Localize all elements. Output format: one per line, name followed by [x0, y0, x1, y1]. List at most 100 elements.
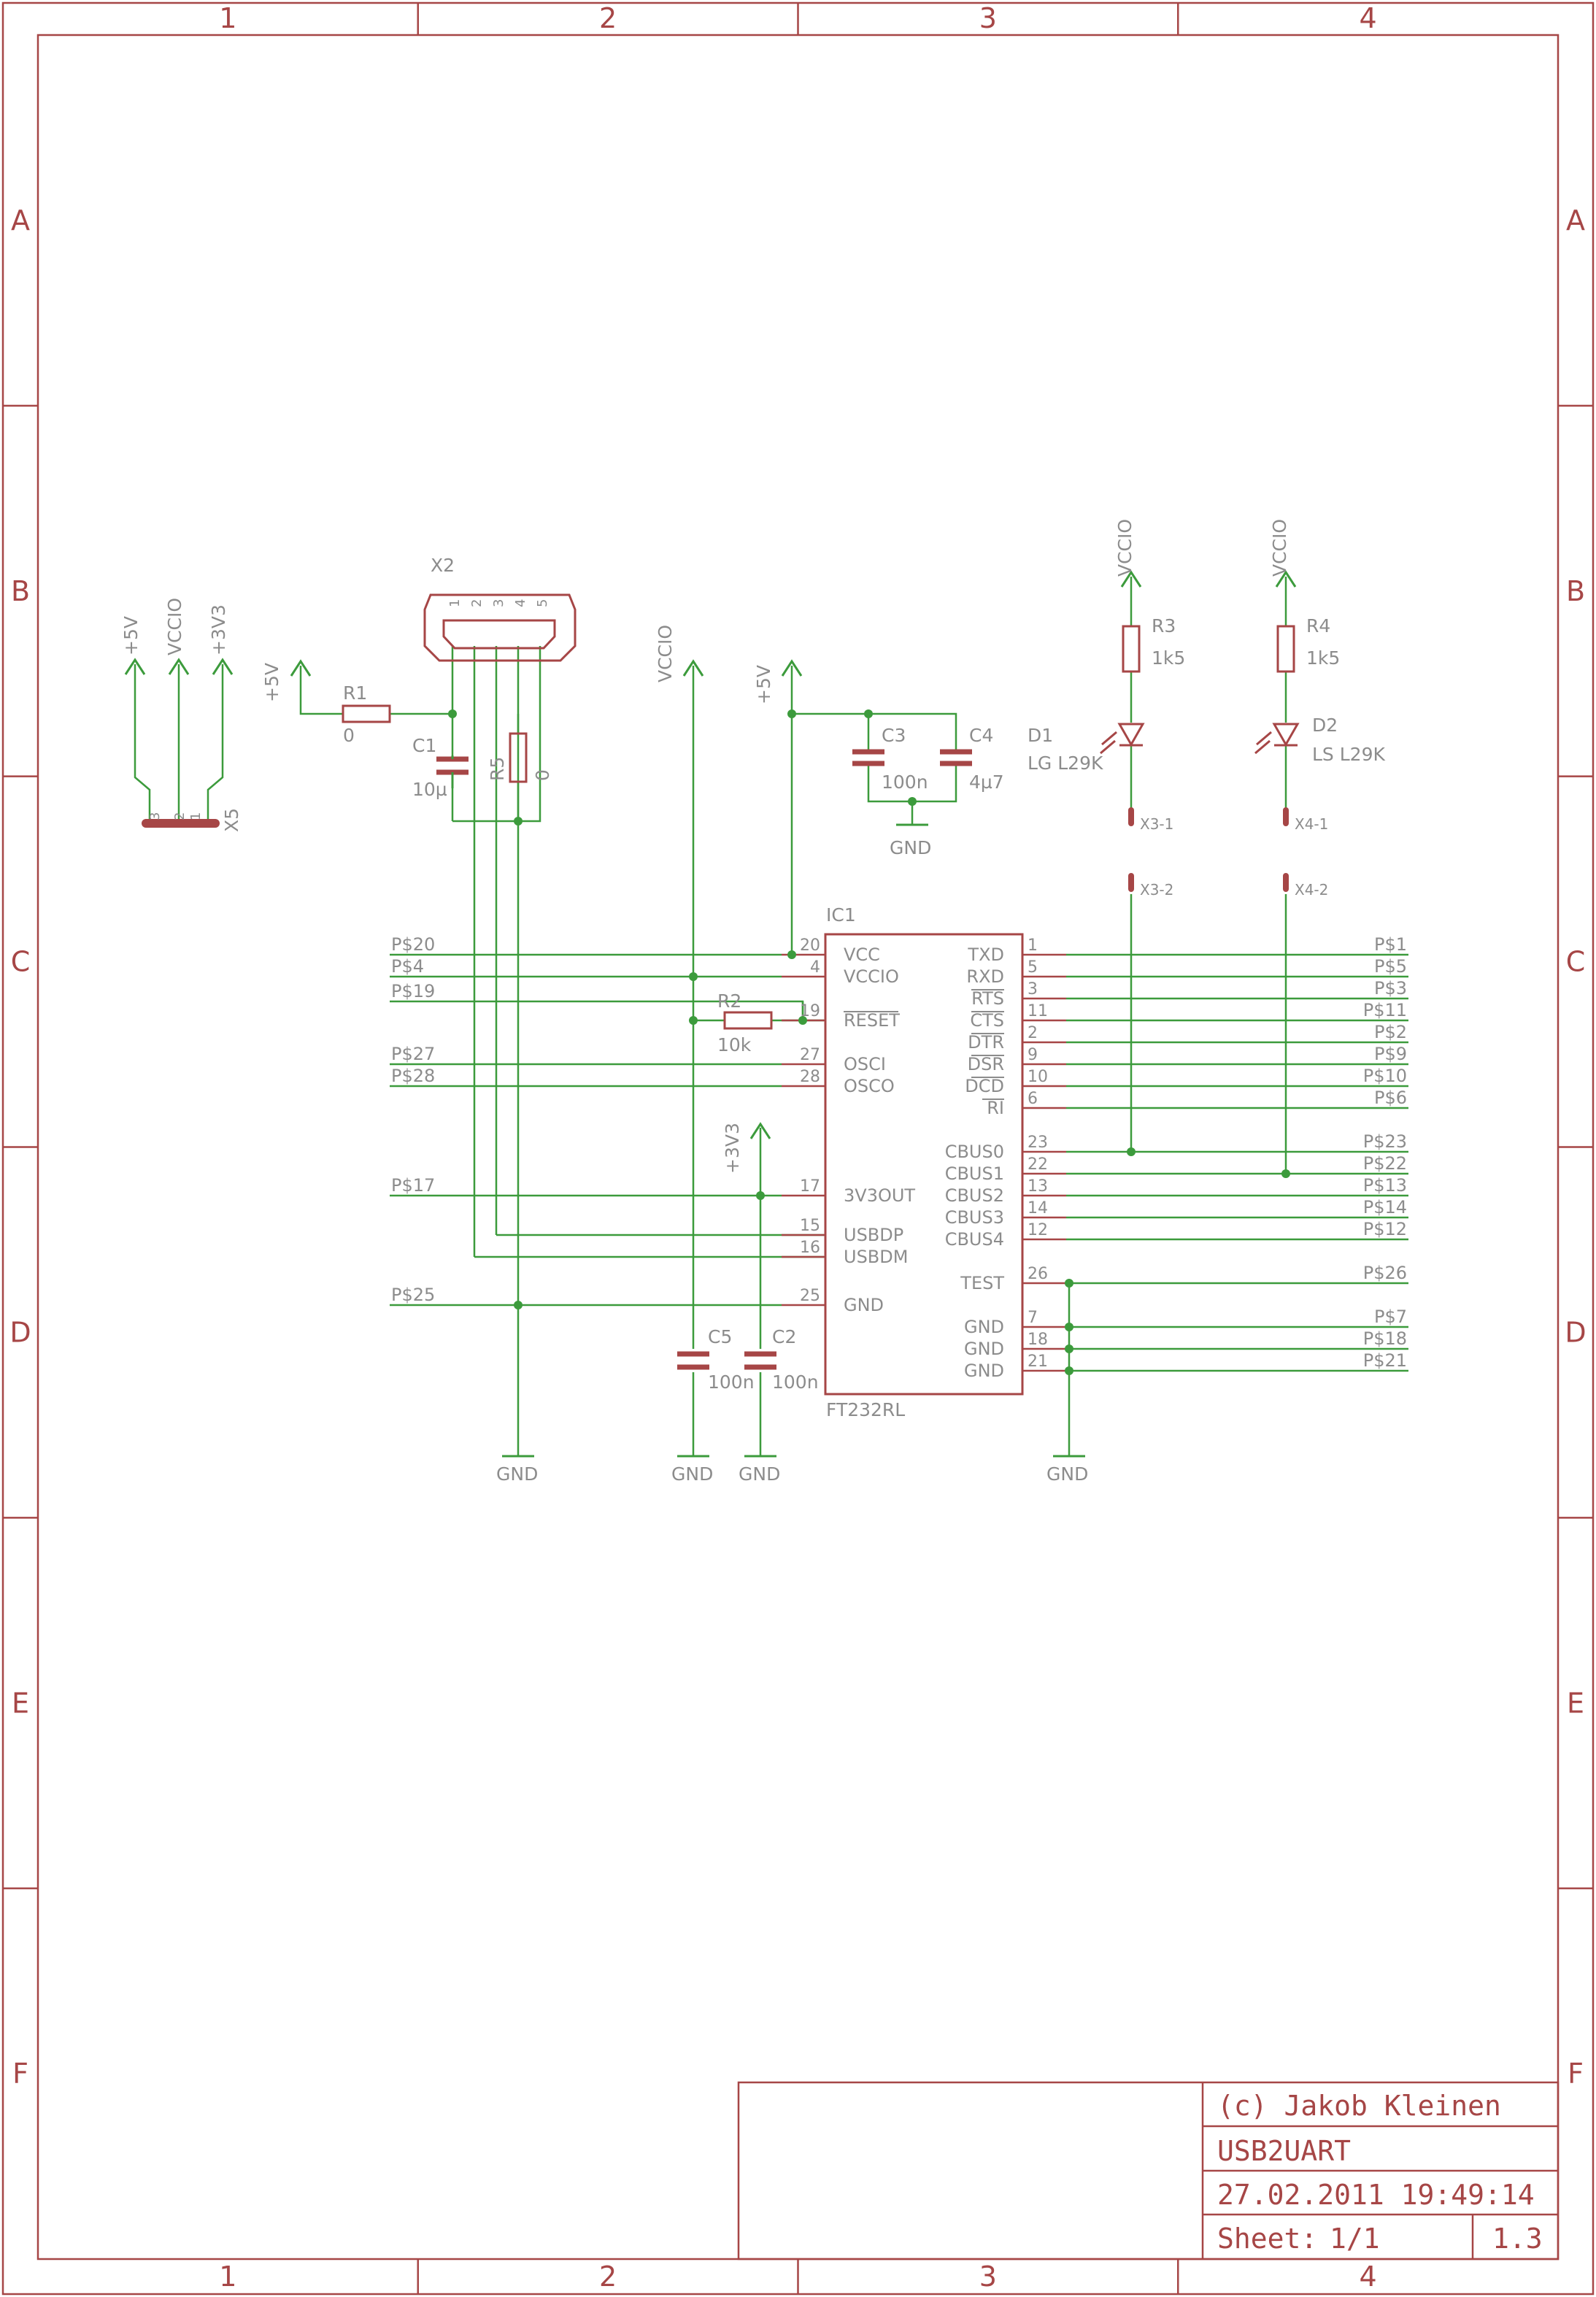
net-label-P$28: P$28 [391, 1066, 435, 1086]
net-label-P$14: P$14 [1363, 1197, 1407, 1217]
net-3v3-x5 [207, 664, 224, 821]
label-3v3-x5: +3V3 [208, 604, 229, 655]
r5-name: R5 [487, 757, 508, 781]
frame-column-label: 2 [599, 2261, 617, 2293]
ic1-pin-number: 7 [1028, 1309, 1038, 1327]
ic1-pin-number: 12 [1028, 1221, 1048, 1239]
arrow-vccio-mid [682, 659, 704, 677]
arrow-3v3-x5 [212, 658, 234, 675]
r1-name: R1 [343, 682, 367, 704]
net-5v-r1 [299, 666, 343, 715]
net-x2-gnd [452, 646, 541, 823]
arrow-vccio-r4 [1275, 570, 1297, 588]
frame-row-label: F [12, 2058, 28, 2090]
d2-led [1272, 723, 1300, 747]
label-5v-ic: +5V [753, 665, 774, 704]
c4-name: C4 [969, 725, 993, 746]
ic1-pin-number: 6 [1028, 1090, 1038, 1108]
c1-name: C1 [412, 735, 436, 756]
title-revision: 1.3 [1492, 2223, 1543, 2255]
net-label-P$1: P$1 [1374, 934, 1407, 955]
x2-pin-5: 5 [535, 599, 550, 607]
frame-column-label: 3 [979, 2, 997, 34]
ic1-value: FT232RL [826, 1399, 905, 1420]
arrow-vccio-x5 [168, 658, 190, 675]
ic1-pin-number: 16 [800, 1239, 820, 1257]
ic1-pin-name-test: TEST [960, 1273, 1004, 1293]
ic1-pin-number: 25 [800, 1287, 820, 1305]
frame-row-label: C [11, 946, 31, 978]
frame-row-label: D [1565, 1316, 1586, 1348]
d1-name: D1 [1028, 725, 1053, 746]
ic1-pin-number: 20 [800, 936, 820, 955]
ic1-pin-name-osco: OSCO [844, 1076, 895, 1096]
ic-pin-nets [390, 953, 1408, 1372]
frame-row-label: A [11, 204, 30, 236]
r2-resistor [723, 1011, 773, 1030]
net-label-P$21: P$21 [1363, 1350, 1407, 1371]
ic1-pin-name-gnd: GND [964, 1361, 1004, 1381]
r5-value: 0 [532, 769, 553, 781]
r4-value: 1k5 [1306, 647, 1340, 669]
ic1-pin-number: 26 [1028, 1265, 1048, 1283]
frame-column-label: 2 [599, 2, 617, 34]
junction [787, 709, 796, 718]
net-label-P$13: P$13 [1363, 1175, 1407, 1196]
net-label-P$18: P$18 [1363, 1328, 1407, 1349]
ic1-pin-number: 13 [1028, 1177, 1048, 1196]
ic1-pin-number: 17 [800, 1177, 820, 1196]
net-label-P$22: P$22 [1363, 1153, 1407, 1174]
ic1-pin-name-usbdm: USBDM [844, 1247, 908, 1267]
d2-light-arrows [1254, 731, 1272, 755]
ic1-pin-number: 18 [1028, 1331, 1048, 1349]
x2-pin-1: 1 [447, 599, 463, 607]
d1-led [1117, 723, 1145, 747]
net-label-P$23: P$23 [1363, 1131, 1407, 1152]
frame-column-label: 4 [1360, 2, 1377, 34]
ic1-pin-name-gnd: GND [964, 1317, 1004, 1337]
ic1-pin-number: 27 [800, 1046, 820, 1064]
frame-row-label: F [1568, 2058, 1584, 2090]
net-label-P$3: P$3 [1374, 978, 1407, 999]
ic1-pin-number: 28 [800, 1068, 820, 1086]
net-label-P$12: P$12 [1363, 1219, 1407, 1239]
r3-value: 1k5 [1152, 647, 1185, 669]
ic1-pin-number: 19 [800, 1002, 820, 1020]
ic1-pin-number: 21 [1028, 1353, 1048, 1371]
c3-name: C3 [882, 725, 906, 746]
net-P$19 [390, 1000, 804, 1020]
frame-column-label: 4 [1360, 2261, 1377, 2293]
frame-ticks [3, 3, 1593, 2294]
net-label-P$4: P$4 [391, 956, 424, 977]
frame-column-label: 1 [219, 2261, 236, 2293]
label-vccio-x5: VCCIO [164, 598, 185, 655]
x3-pin1: X3-1 [1140, 815, 1173, 833]
net-label-P$10: P$10 [1363, 1066, 1407, 1086]
junction [689, 972, 698, 981]
r2-name: R2 [717, 990, 741, 1012]
arrow-5v-ic [781, 659, 803, 677]
ic1-pin-name-gnd: GND [964, 1339, 1004, 1359]
frame-row-label: D [9, 1316, 31, 1348]
x4-pin1: X4-1 [1295, 815, 1328, 833]
net-label-P$9: P$9 [1374, 1044, 1407, 1064]
ic1-pin-name-vccio: VCCIO [844, 966, 899, 987]
ic1-pin-name-cbus3: CBUS3 [945, 1207, 1004, 1228]
x4-pin2: X4-2 [1295, 881, 1328, 899]
ic1-pin-name-cbus4: CBUS4 [945, 1229, 1004, 1250]
net-label-P$25: P$25 [391, 1285, 435, 1305]
ic1-pin-number: 22 [1028, 1155, 1048, 1174]
label-3v3-mid: +3V3 [722, 1123, 743, 1174]
ic1-pin-name-dcd: DCD [965, 1076, 1004, 1096]
title-timestamp: 27.02.2011 19:49:14 [1217, 2179, 1535, 2211]
x5-pin-2: 2 [172, 812, 188, 820]
net-label-P$11: P$11 [1363, 1000, 1407, 1020]
label-5v-r1: +5V [261, 663, 282, 702]
frame-row-label: A [1566, 204, 1585, 236]
junction [1065, 1323, 1073, 1331]
junction [1281, 1169, 1290, 1178]
arrow-vccio-r3 [1120, 570, 1142, 588]
